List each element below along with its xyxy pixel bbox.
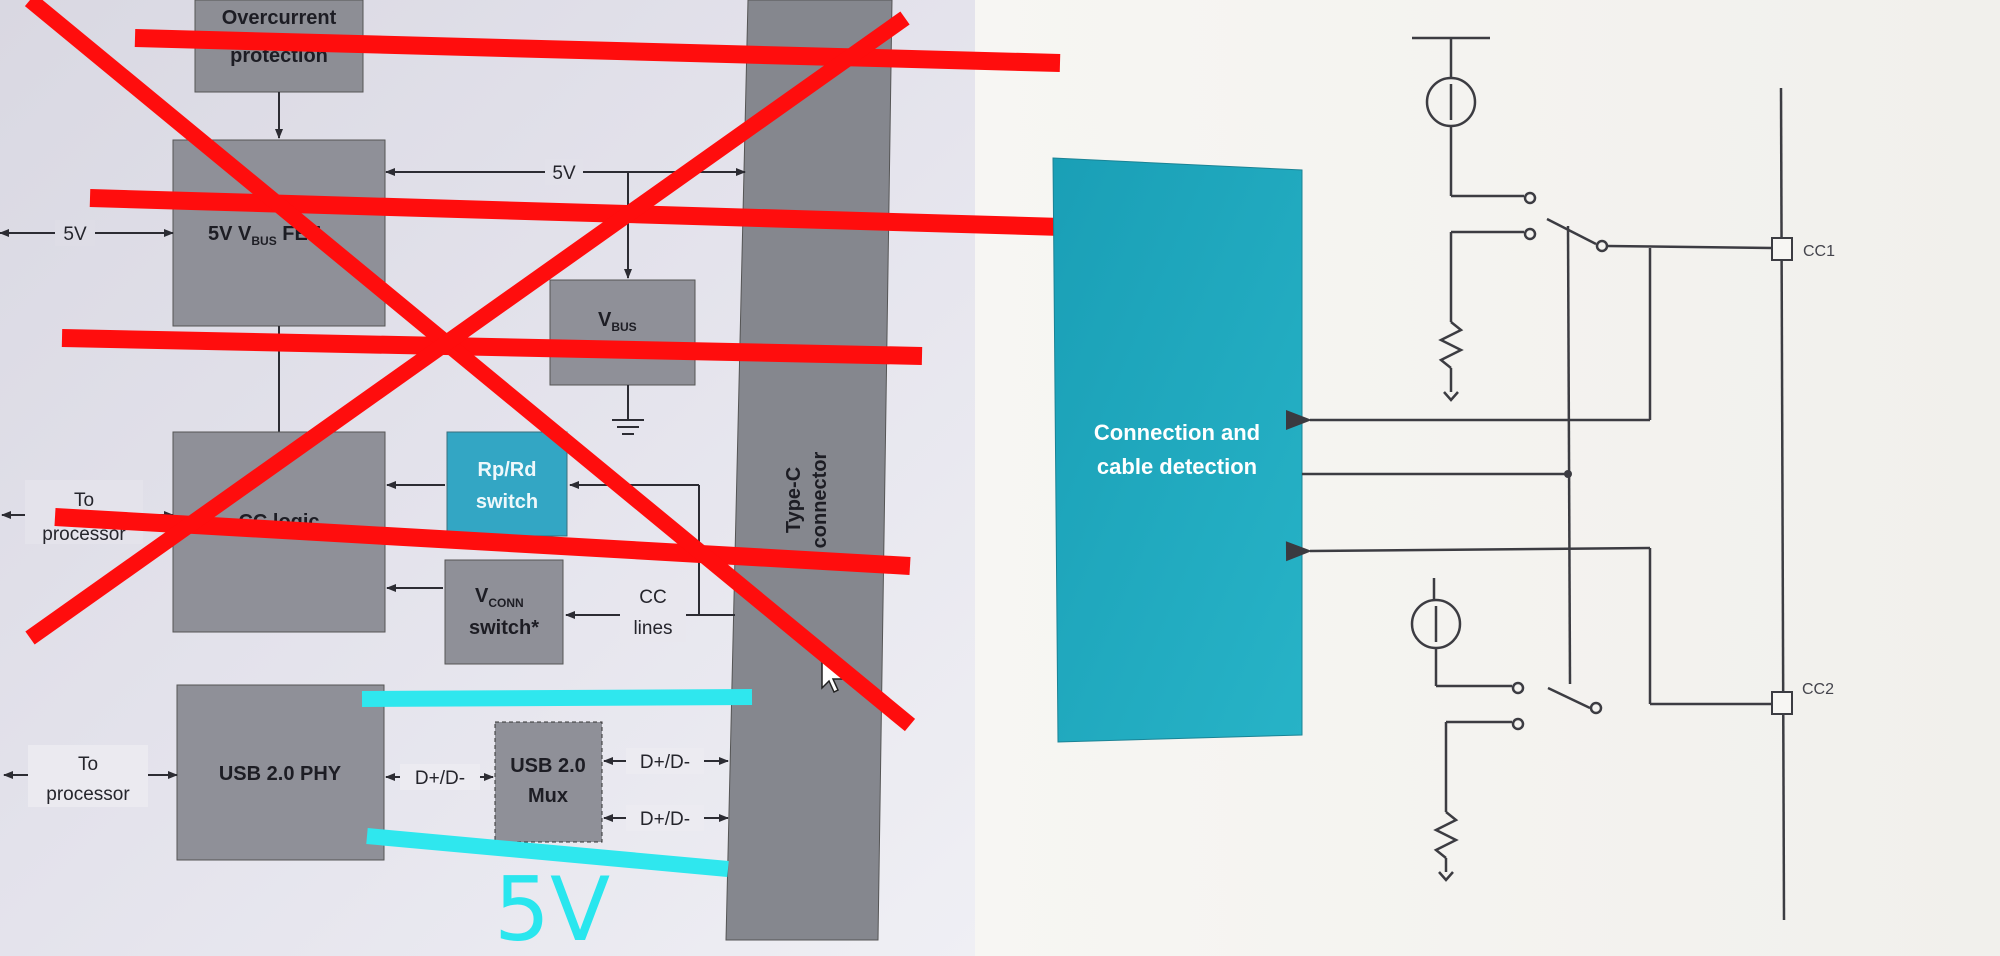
red-strike-line-3 — [61, 329, 923, 365]
cc-lines-label-line2: lines — [633, 618, 672, 639]
five-v-top-label: 5V — [552, 163, 576, 184]
cc-lines-label-line1: CC — [639, 587, 666, 608]
left-block-diagram: Type-C connector Overcurrent protection … — [0, 0, 893, 941]
overcurrent-label-line1: Overcurrent — [222, 7, 337, 29]
vbus-fet-label: 5V V — [208, 223, 252, 245]
mouse-cursor-icon — [821, 658, 845, 694]
usb-phy-block: USB 2.0 PHY — [176, 684, 385, 861]
vbus-fet-block: 5V VBUS FET — [172, 139, 386, 327]
svg-text:VCONN: VCONN — [475, 585, 524, 610]
to-processor-usb-line1: To — [78, 754, 98, 775]
vbus-fet-sub: BUS — [251, 234, 276, 248]
red-strike-line-2 — [89, 189, 1096, 237]
dpdm-mux-out-label-1: D+/D- — [640, 752, 690, 773]
connector-vertical-line — [1779, 87, 1786, 921]
red-cross-stroke-2 — [25, 11, 910, 645]
handwritten-5v-label: 5V — [494, 858, 610, 956]
red-strike-markup — [24, 0, 1096, 732]
cyan-line-bottom — [366, 828, 729, 877]
vconn-sub: CONN — [488, 596, 523, 610]
detection-label-line1: Connection and — [1094, 420, 1260, 445]
usb-mux-label-line1: USB 2.0 — [510, 755, 586, 777]
dpdm-mux-out-label-2: D+/D- — [640, 809, 690, 830]
typec-label-line1: Type-C — [783, 467, 805, 533]
usb-mux-block: USB 2.0 Mux — [494, 721, 603, 843]
usb-phy-label: USB 2.0 PHY — [219, 763, 342, 785]
cyan-line-top — [361, 689, 753, 707]
rp-rd-label-line1: Rp/Rd — [478, 459, 537, 481]
to-processor-cc-line1: To — [74, 490, 94, 511]
to-processor-usb-line2: processor — [46, 784, 130, 805]
vconn-label: V — [475, 585, 489, 607]
to-processor-cc-line2: processor — [42, 524, 126, 545]
five-v-left-label: 5V — [63, 224, 87, 245]
svg-text:VBUS: VBUS — [598, 309, 637, 334]
rp-rd-switch-block: Rp/Rd switch — [446, 431, 568, 537]
vbus-discharge-label: V — [598, 309, 612, 331]
typec-label-line2: connector — [809, 451, 831, 548]
vbus-discharge-sub: BUS — [611, 320, 636, 334]
detection-label-line2: cable detection — [1097, 454, 1257, 479]
vbus-discharge-block: VBUS — [549, 279, 696, 386]
dpdm-phy-mux-label: D+/D- — [415, 768, 465, 789]
cc1-label: CC1 — [1803, 243, 1835, 260]
vconn-switch-block: VCONN switch* — [444, 559, 564, 665]
right-schematic: Connection and cable detection — [1052, 36, 1835, 921]
connection-detection-block: Connection and cable detection — [1052, 157, 1303, 743]
ground-symbol — [612, 385, 644, 435]
cyan-highlight-markup — [361, 689, 753, 877]
cc2-label: CC2 — [1802, 681, 1834, 698]
cc1-pin — [1771, 237, 1793, 261]
usb-mux-label-line2: Mux — [528, 785, 568, 807]
red-cross-stroke-1 — [24, 0, 916, 732]
junction-dot — [1564, 470, 1572, 478]
cc2-pin — [1771, 691, 1793, 715]
typec-connector-block: Type-C connector — [725, 0, 893, 941]
vconn-tail: switch* — [469, 617, 539, 639]
rp-rd-label-line2: switch — [476, 491, 538, 513]
red-strike-line-1 — [134, 29, 1061, 72]
schematic-wires — [1285, 36, 1786, 921]
